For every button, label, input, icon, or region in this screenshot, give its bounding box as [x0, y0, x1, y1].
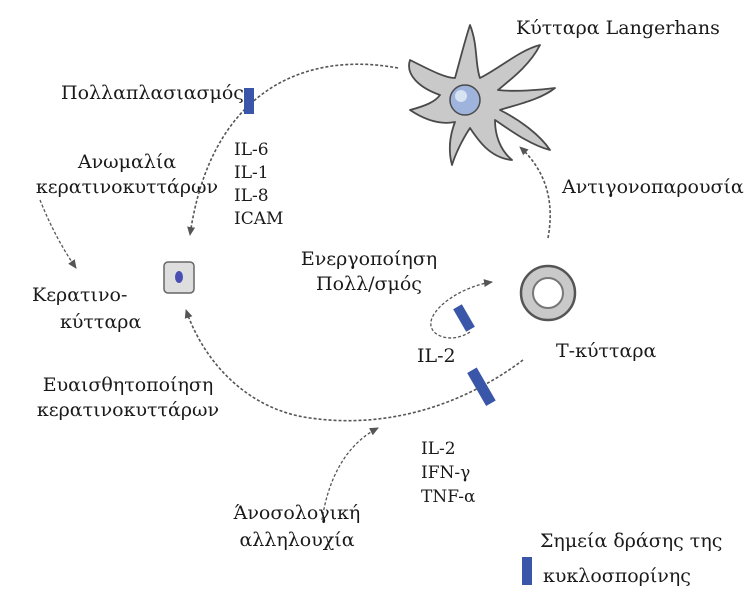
antigen-presentation-label: Αντιγονοπαρουσίαση: [561, 176, 744, 198]
anomaly-to-keratinocytes-arrow: [39, 199, 77, 269]
proliferation-label: Πολλαπλασιασμός: [61, 82, 244, 104]
anomaly-label-line1: Ανωμαλία: [77, 151, 176, 173]
activation-label-line1: Ενεργοποίηση: [301, 248, 437, 270]
cytokine-item: IL-2: [421, 439, 456, 459]
cyclosporine-marker-top: [244, 88, 254, 114]
cytokine-item: IFN-γ: [421, 463, 470, 483]
immune-sequence-label-line2: αλληλουχία: [239, 529, 354, 551]
cycle-arc-bottom: [184, 309, 524, 422]
cyclosporine-marker-legend: [522, 557, 532, 585]
keratinocytes-label-line1: Κερατινο-: [32, 284, 127, 306]
langerhans-label: Κύτταρα Langerhans: [516, 17, 720, 39]
cytokine-list-bottom: IL-2 IFN-γ TNF-α: [421, 439, 476, 507]
tcells-label: Τ-κύτταρα: [556, 340, 657, 362]
cytokine-list-top: IL-6 IL-1 IL-8 ICAM: [234, 140, 283, 229]
il2-mid-label: IL-2: [417, 345, 456, 367]
keratinocyte-cell: [163, 261, 195, 294]
cytokine-item: TNF-α: [421, 487, 476, 507]
cytokine-item: IL-1: [234, 163, 269, 183]
anomaly-label-line2: κερατινοκυττάρων: [36, 176, 218, 198]
cycle-arc-right: [519, 146, 551, 239]
langerhans-cell: [408, 24, 556, 166]
legend-label-line2: κυκλοσπορίνης: [543, 565, 691, 587]
cyclosporine-marker-mid: [453, 304, 475, 332]
sensitization-label-line1: Ευαισθητοποίηση: [43, 374, 214, 396]
t-cell: [519, 264, 577, 322]
legend-label-line1: Σημεία δράσης της: [540, 530, 722, 552]
cytokine-item: ICAM: [234, 209, 283, 229]
keratinocytes-label-line2: κύτταρα: [60, 311, 141, 333]
sensitization-label-line2: κερατινοκυττάρων: [37, 399, 219, 421]
immune-sequence-label-line1: Άνοσολογική: [233, 502, 361, 524]
cyclosporine-marker-bottom: [467, 367, 496, 406]
cytokine-item: IL-6: [234, 140, 269, 160]
cytokine-item: IL-8: [234, 186, 269, 206]
activation-label-line2: Πολλ/σμός: [316, 273, 422, 295]
immune-sequence-arrow: [321, 427, 379, 521]
